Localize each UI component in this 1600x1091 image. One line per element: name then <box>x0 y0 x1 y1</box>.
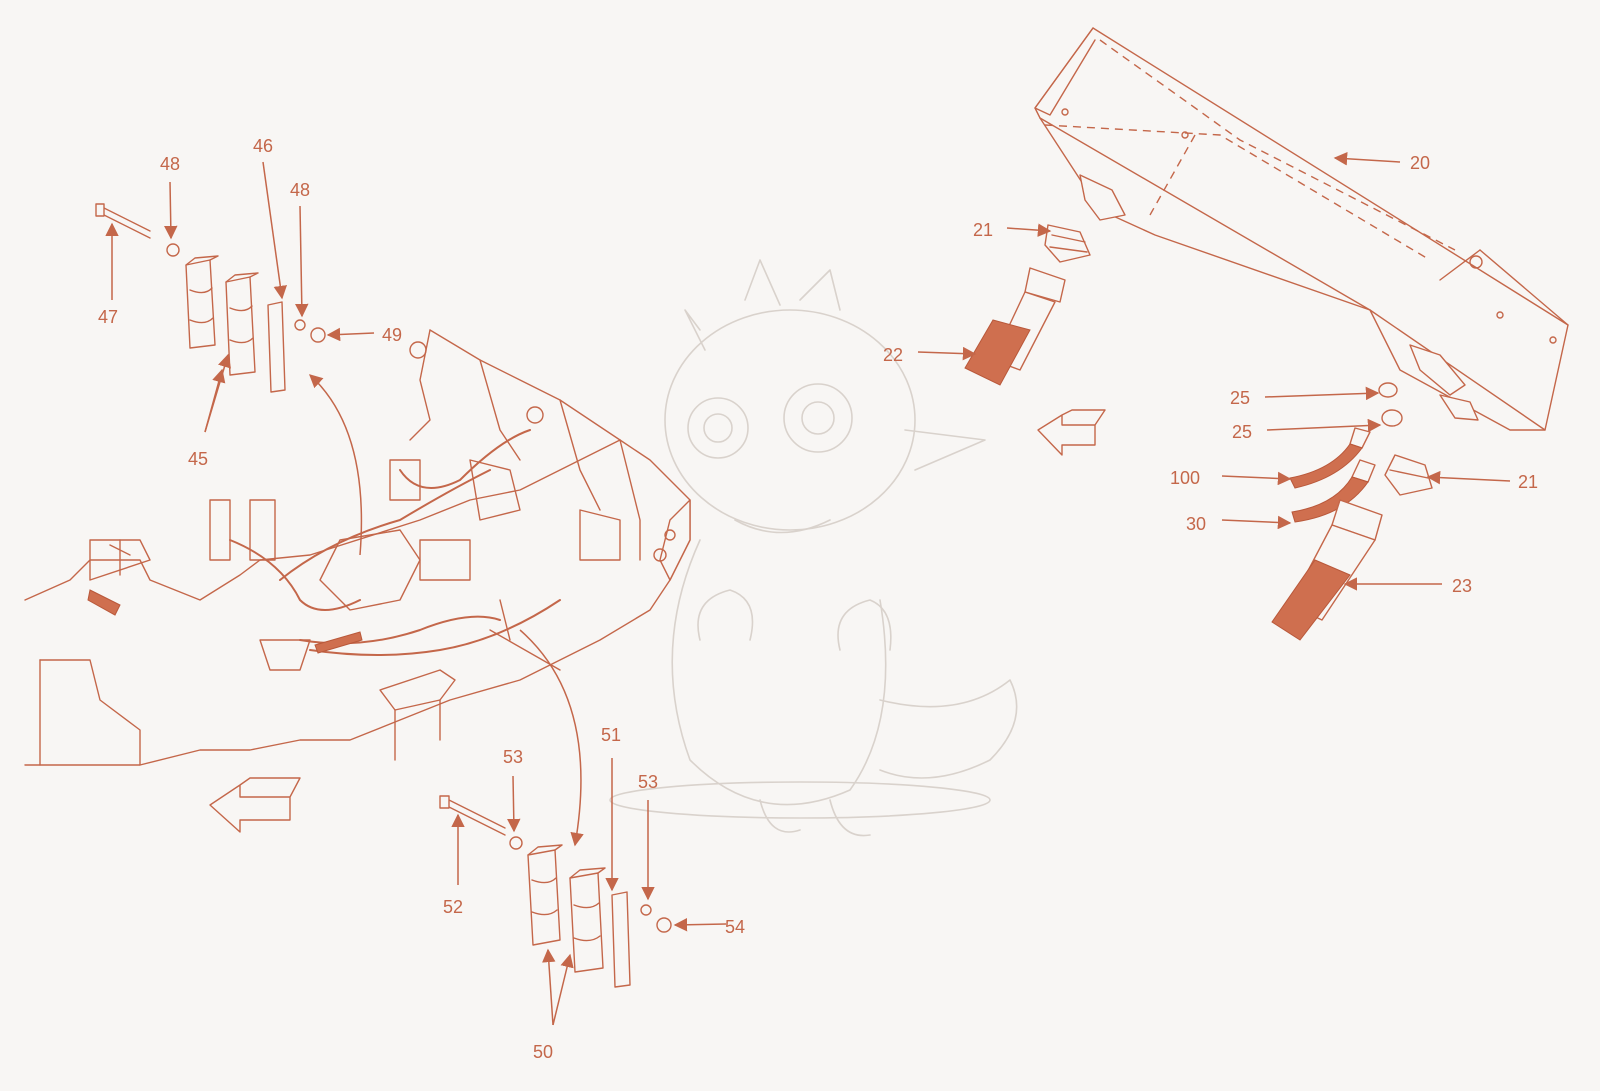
callout-48-left: 48 <box>160 154 180 174</box>
callout-48-right: 48 <box>290 180 310 200</box>
callout-51: 51 <box>601 725 621 745</box>
fitting-25-upper <box>1378 382 1398 398</box>
clamp-group-lower <box>439 795 672 988</box>
callout-46: 46 <box>253 136 273 156</box>
callout-25-lower: 25 <box>1232 422 1252 442</box>
callout-47: 47 <box>98 307 118 327</box>
callout-45: 45 <box>188 449 208 469</box>
hose-23 <box>1271 499 1383 641</box>
callout-21-upper: 21 <box>973 220 993 240</box>
lead-arrow-upper-clamp <box>309 374 363 556</box>
fitting-21-upper <box>1044 224 1091 263</box>
fitting-21-lower <box>1384 454 1433 496</box>
tank-assembly <box>1034 27 1569 431</box>
callout-23: 23 <box>1452 576 1472 596</box>
direction-arrow-right <box>1037 409 1106 456</box>
callout-25-upper: 25 <box>1230 388 1250 408</box>
watermark-dragon-image <box>609 259 1018 837</box>
hose-22 <box>964 267 1066 386</box>
callout-22: 22 <box>883 345 903 365</box>
chassis-frame <box>24 329 691 766</box>
hose-30 <box>1291 459 1376 523</box>
hose-100 <box>1289 427 1371 489</box>
callout-50: 50 <box>533 1042 553 1062</box>
direction-arrow-left <box>209 777 301 833</box>
callout-53-left: 53 <box>503 747 523 767</box>
lead-arrow-lower-clamp <box>519 629 584 847</box>
clamp-group-upper <box>95 203 326 393</box>
callout-leaders <box>105 152 1511 1026</box>
callout-49: 49 <box>382 325 402 345</box>
callout-53-right: 53 <box>638 772 658 792</box>
callout-labels: 20 21 22 25 25 100 21 30 23 48 46 48 47 … <box>98 136 1538 1062</box>
callout-52: 52 <box>443 897 463 917</box>
callout-100: 100 <box>1170 468 1200 488</box>
fitting-25-lower <box>1381 409 1403 427</box>
callout-21-lower: 21 <box>1518 472 1538 492</box>
callout-54: 54 <box>725 917 745 937</box>
callout-20: 20 <box>1410 153 1430 173</box>
callout-30: 30 <box>1186 514 1206 534</box>
